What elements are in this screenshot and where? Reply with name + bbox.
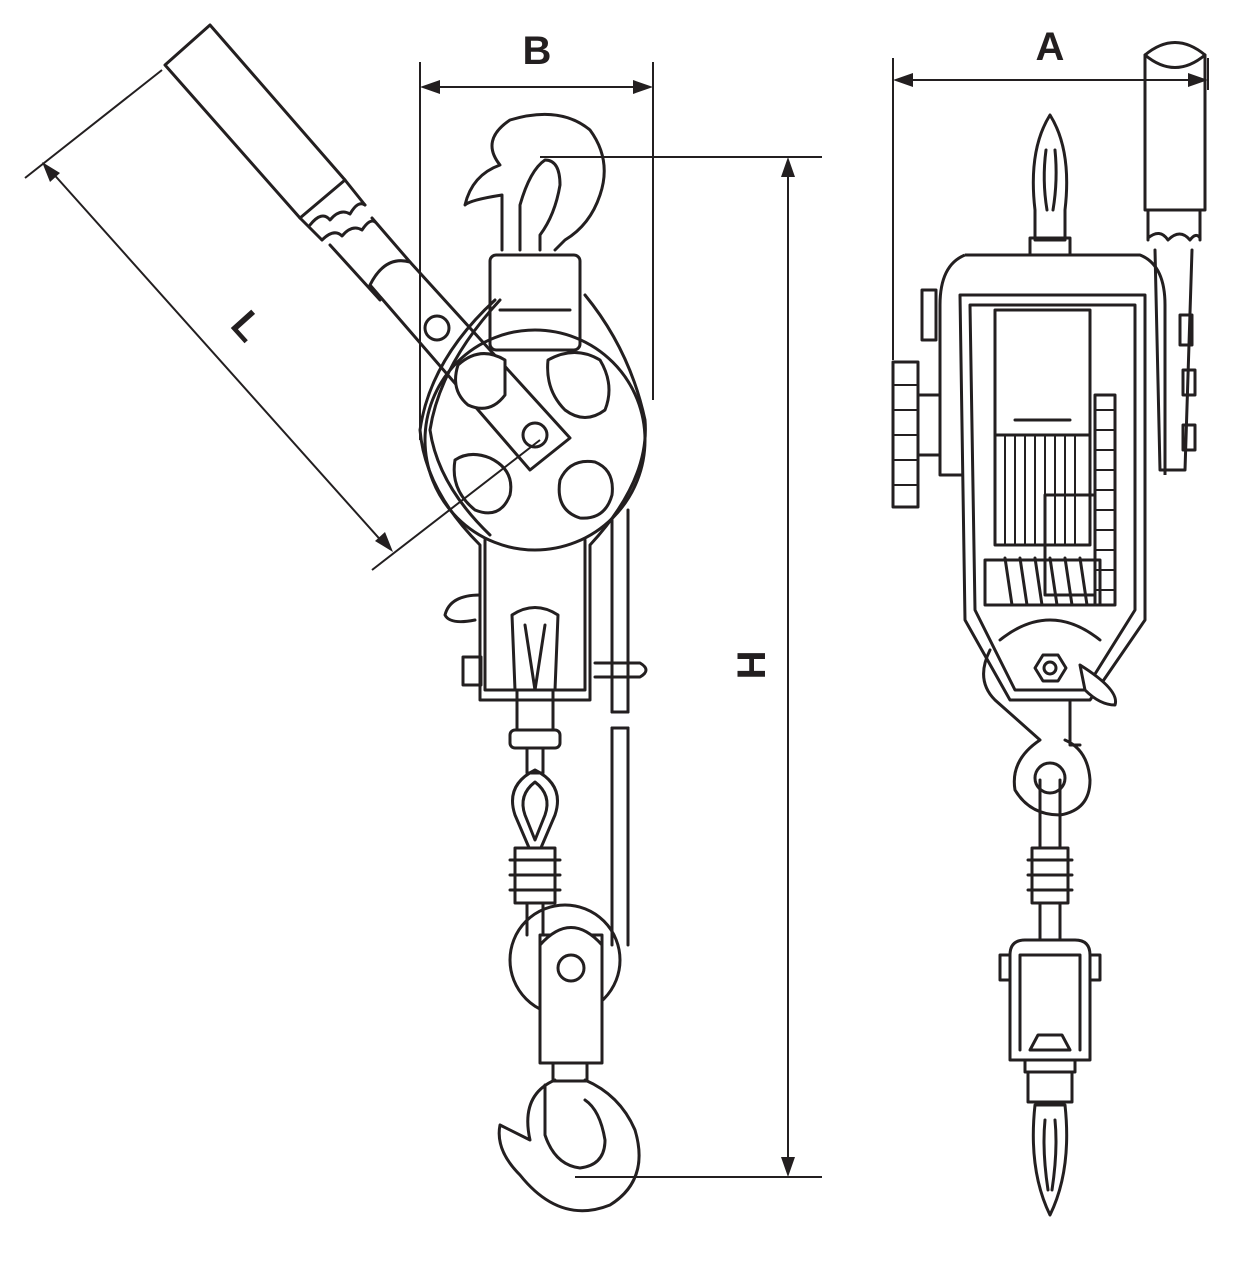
dimension-lines [24, 58, 1209, 1178]
dimension-label-h: H [728, 651, 772, 680]
dimension-label-b: B [523, 29, 552, 73]
dimension-label-a: A [1036, 25, 1065, 69]
gear-wheel [891, 288, 942, 509]
dimension-label-l: L [222, 303, 271, 351]
spring [983, 556, 1102, 607]
lever-handle [163, 23, 572, 472]
hoist-body-front [891, 41, 1207, 1217]
hoist-body-side [418, 112, 648, 1213]
